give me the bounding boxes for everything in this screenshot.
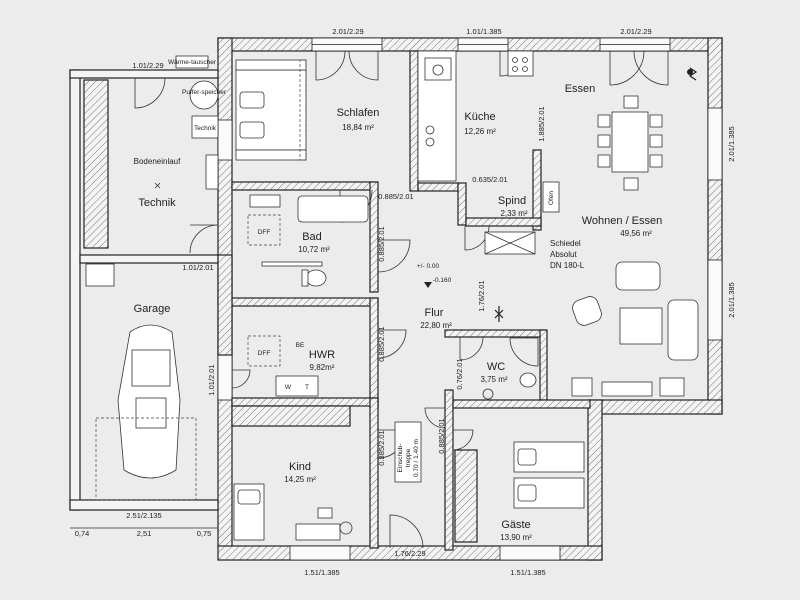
windows: [217, 37, 723, 561]
dim-top-1: 2.01/2.29: [332, 27, 363, 36]
dim-bottom-1: 1.51/1.385: [304, 568, 339, 577]
room-labels: Schlafen 18,84 m² Küche 12,26 m² Essen W…: [134, 83, 663, 542]
label-pufferspeicher: Puffer-speicher: [182, 89, 227, 96]
dim-bottom-left-1: 0,74: [75, 529, 90, 538]
dim-bottom-left-2: 2,51: [137, 529, 152, 538]
dim-technik-top: 1.01/2.29: [132, 61, 163, 70]
label-level-0: +/- 0.00: [417, 263, 440, 270]
dim-bottom-left-3: 0,75: [197, 529, 212, 538]
label-technik-box: Technik: [194, 125, 217, 132]
dim-front-door: 1.76/2.29: [394, 549, 425, 558]
room-name-schlafen: Schlafen: [337, 107, 380, 119]
room-area-spind: 2,33 m²: [500, 209, 527, 218]
label-w: W: [285, 384, 292, 391]
label-schiedel-3: DN 180-L: [550, 261, 585, 270]
room-area-hwr: 9,82m²: [310, 363, 335, 372]
label-einschub-2: treppe: [405, 448, 412, 467]
label-waermetauscher: Wärme-tauscher: [168, 59, 217, 66]
room-name-garage: Garage: [134, 303, 171, 315]
dim-garage-door: 1.01/2.01: [182, 263, 213, 272]
room-name-kueche: Küche: [464, 111, 495, 123]
room-name-wohnen: Wohnen / Essen: [582, 215, 663, 227]
dim-top-2: 1.01/1.385: [466, 27, 501, 36]
room-area-gaeste: 13,90 m²: [500, 533, 532, 542]
dim-hwr-door: 0.885/2.01: [377, 326, 386, 361]
room-name-technik: Technik: [138, 197, 176, 209]
furniture: [83, 50, 699, 543]
dim-flur-1: 1.76/2.01: [477, 280, 486, 311]
label-dff-hwr: DFF: [258, 350, 271, 357]
room-name-flur: Flur: [425, 307, 444, 319]
room-name-essen: Essen: [565, 83, 596, 95]
label-bodeneinlauf: Bodeneinlauf: [134, 157, 181, 166]
dim-kind-door: 0.885/2.01: [377, 430, 386, 465]
dim-garage-side: 1.01/2.01: [207, 364, 216, 395]
dim-top-3: 2.01/2.29: [620, 27, 651, 36]
room-name-gaeste: Gäste: [501, 519, 530, 531]
dim-bad-door-2: 0.885/2.01: [377, 226, 386, 261]
plant-icon: [687, 67, 698, 81]
dim-wc-door: 0.76/2.01: [455, 358, 464, 389]
dim-bad-door-1: 0.885/2.01: [378, 192, 413, 201]
label-be: BE: [296, 342, 305, 349]
dimension-labels: 2.01/2.29 1.01/1.385 2.01/2.29 1.01/2.29…: [70, 27, 736, 577]
fixture-labels: Wärme-tauscher Puffer-speicher Technik B…: [134, 59, 698, 477]
room-name-kind: Kind: [289, 461, 311, 473]
label-einschub-1: Einschub-: [397, 444, 404, 473]
dim-kueche-right: 1.885/2.01: [537, 106, 546, 141]
doors: [134, 50, 669, 549]
dim-spind-door: 0.635/2.01: [472, 175, 507, 184]
dim-wohnen-right-1: 2.01/1.385: [727, 126, 736, 161]
room-area-wc: 3,75 m²: [480, 375, 507, 384]
interior-walls: [79, 50, 591, 551]
room-area-flur: 22,80 m²: [420, 321, 452, 330]
room-area-wohnen: 49,56 m²: [620, 229, 652, 238]
room-area-kueche: 12,26 m²: [464, 127, 496, 136]
label-level-1: -0.160: [433, 277, 452, 284]
dim-gaeste-door: 0.885/2.01: [437, 418, 446, 453]
plant-icon: [494, 306, 504, 322]
dim-garage-bottom: 2.51/2.135: [126, 511, 161, 520]
label-einschub-3: 0.70 / 1.40 m: [413, 439, 420, 477]
dim-bottom-2: 1.51/1.385: [510, 568, 545, 577]
dim-wohnen-right-2: 2.01/1.385: [727, 282, 736, 317]
room-name-spind: Spind: [498, 195, 526, 207]
label-t: T: [305, 384, 309, 391]
room-area-schlafen: 18,84 m²: [342, 123, 374, 132]
room-name-wc: WC: [487, 361, 505, 373]
room-area-kind: 14,25 m²: [284, 475, 316, 484]
room-area-bad: 10,72 m²: [298, 245, 330, 254]
label-schiedel-2: Absolut: [550, 250, 577, 259]
label-dff-bad: DFF: [258, 229, 271, 236]
room-name-hwr: HWR: [309, 349, 335, 361]
label-schiedel-1: Schiedel: [550, 239, 581, 248]
level-marker-icon: [424, 282, 432, 288]
room-name-bad: Bad: [302, 231, 322, 243]
label-ofen: Ofen: [548, 191, 555, 205]
